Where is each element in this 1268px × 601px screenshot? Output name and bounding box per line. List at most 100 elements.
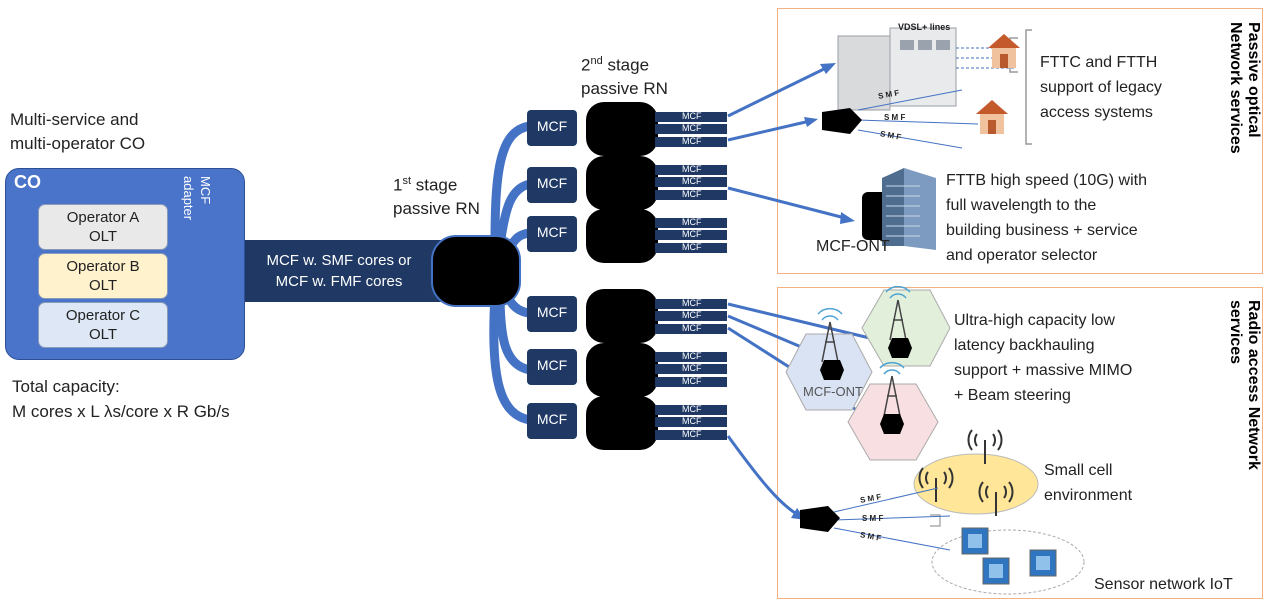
fan-label: MCF [682, 242, 702, 252]
trunk-label-line1: MCF w. SMF cores or [266, 252, 412, 269]
house-icon-bottom [976, 100, 1008, 134]
fan-label: MCF [682, 429, 702, 439]
fan-label: MCF [682, 416, 702, 426]
radio-ont-label: MCF-ONT [803, 384, 863, 399]
fan-label: MCF [682, 123, 702, 133]
fan-label: MCF [682, 310, 702, 320]
mcf-unit-label-4: MCF [536, 304, 568, 320]
backhaul-line4: + Beam steering [954, 387, 1071, 404]
stage2-word: stage [602, 55, 650, 75]
fttc-line3: access systems [1040, 104, 1153, 121]
passive-splitter [822, 108, 862, 134]
fan-label: MCF [682, 229, 702, 239]
stage1-word: stage [411, 175, 458, 195]
fan-label: MCF [682, 111, 702, 121]
stage2-units [527, 110, 577, 439]
sensor-icons [961, 527, 1057, 585]
stage1-sup: st [402, 175, 412, 187]
operator-c-box: Operator C OLT [38, 302, 168, 348]
mcf-unit-label-2: MCF [536, 175, 568, 191]
co-box-label: CO [14, 172, 41, 192]
building-icon [862, 168, 936, 250]
fan-label: MCF [682, 376, 702, 386]
fttb-line4: and operator selector [946, 247, 1098, 264]
operator-a-olt: OLT [88, 228, 118, 245]
fttc-line2: support of legacy [1040, 79, 1162, 96]
tower-icon-pink [879, 361, 905, 417]
radio-splitter [800, 506, 840, 532]
operator-b-box: Operator B OLT [38, 253, 168, 299]
fan-label: MCF [682, 136, 702, 146]
fan-label: MCF [682, 176, 702, 186]
smf-lines-passive [857, 89, 979, 149]
smf-label-r2: S M F [862, 514, 884, 523]
backhaul-line1: Ultra-high capacity low [954, 312, 1115, 329]
vdsl-label: VDSL+ lines [898, 22, 951, 32]
operator-c-name: Operator C [65, 307, 141, 324]
mcf-unit-label-3: MCF [536, 224, 568, 240]
tower-icon-blue [817, 307, 843, 363]
fan-label: MCF [682, 164, 702, 174]
total-capacity: Total capacity: M cores x L λs/core x R … [12, 374, 312, 424]
total-capacity-label: Total capacity: [12, 377, 120, 396]
fan-label: MCF [682, 351, 702, 361]
operator-b-name: Operator B [66, 258, 140, 275]
stage2-num: 2 [581, 55, 591, 75]
passive-ont-label: MCF-ONT [816, 238, 890, 255]
co-heading: Multi-service and multi-operator CO [10, 108, 240, 156]
stage2-sup: nd [590, 55, 603, 67]
stage1-num: 1 [393, 175, 403, 195]
fan-label: MCF [682, 323, 702, 333]
small-cell-line1: Small cell [1044, 462, 1113, 479]
stage1-label: 1st stage passive RN [393, 170, 480, 220]
backhaul-line2: latency backhauling [954, 337, 1095, 354]
total-capacity-formula: M cores x L λs/core x R Gb/s [12, 402, 230, 421]
fttb-line2: full wavelength to the [946, 197, 1097, 214]
smf-lines-radio [833, 487, 951, 551]
house-icon-top [988, 34, 1020, 68]
mcf-adapter-label: MCF adapter [181, 176, 213, 221]
fan-label: MCF [682, 298, 702, 308]
radio-ont-nodes [820, 338, 912, 434]
fttb-line3: building business + service [946, 222, 1138, 239]
radio-services-title: Radio access Network services [1227, 300, 1262, 470]
small-cell-bracket [930, 514, 941, 527]
small-cell-text: Small cell environment [1044, 458, 1184, 508]
stage2-blobs [586, 102, 658, 450]
fttb-line1: FTTB high speed (10G) with [946, 172, 1147, 189]
trunk-label-line2: MCF w. FMF cores [275, 273, 403, 290]
fan-label: MCF [682, 363, 702, 373]
small-cell-area [913, 453, 1039, 515]
operator-a-name: Operator A [66, 209, 140, 226]
trunk-label: MCF w. SMF cores or MCF w. FMF cores [244, 250, 434, 292]
stage1-rn [431, 235, 521, 307]
fttb-text: FTTB high speed (10G) with full waveleng… [946, 168, 1186, 268]
fttc-bracket [1025, 29, 1032, 145]
tower-icon-green [885, 285, 911, 341]
co-heading-line2: multi-operator CO [10, 134, 146, 153]
fan-label: MCF [682, 217, 702, 227]
operator-a-box: Operator A OLT [38, 204, 168, 250]
connection-arrows [726, 66, 881, 518]
fan-label: MCF [682, 404, 702, 414]
iot-text: Sensor network IoT [1094, 576, 1233, 593]
co-heading-line1: Multi-service and [10, 110, 139, 129]
stage2-line2: passive RN [581, 78, 668, 98]
mcf-output-fans [655, 112, 727, 440]
small-cell-antenna-icons [918, 429, 1014, 516]
mcf-unit-label-5: MCF [536, 357, 568, 373]
stage2-label: 2nd stage passive RN [581, 50, 668, 100]
smf-label-p2: S M F [884, 113, 906, 122]
operator-b-olt: OLT [88, 277, 118, 294]
passive-services-title: Passive optical Network services [1227, 22, 1262, 154]
backhaul-text: Ultra-high capacity low latency backhaul… [954, 308, 1184, 408]
mcf-unit-label-6: MCF [536, 411, 568, 427]
fan-label: MCF [682, 189, 702, 199]
backhaul-line3: support + massive MIMO [954, 362, 1133, 379]
operator-c-olt: OLT [88, 326, 118, 343]
fttc-text: FTTC and FTTH support of legacy access s… [1040, 50, 1200, 125]
vdsl-cabinet [837, 27, 957, 111]
small-cell-line2: environment [1044, 487, 1133, 504]
hex-green [861, 289, 951, 367]
stage1-line2: passive RN [393, 198, 480, 218]
